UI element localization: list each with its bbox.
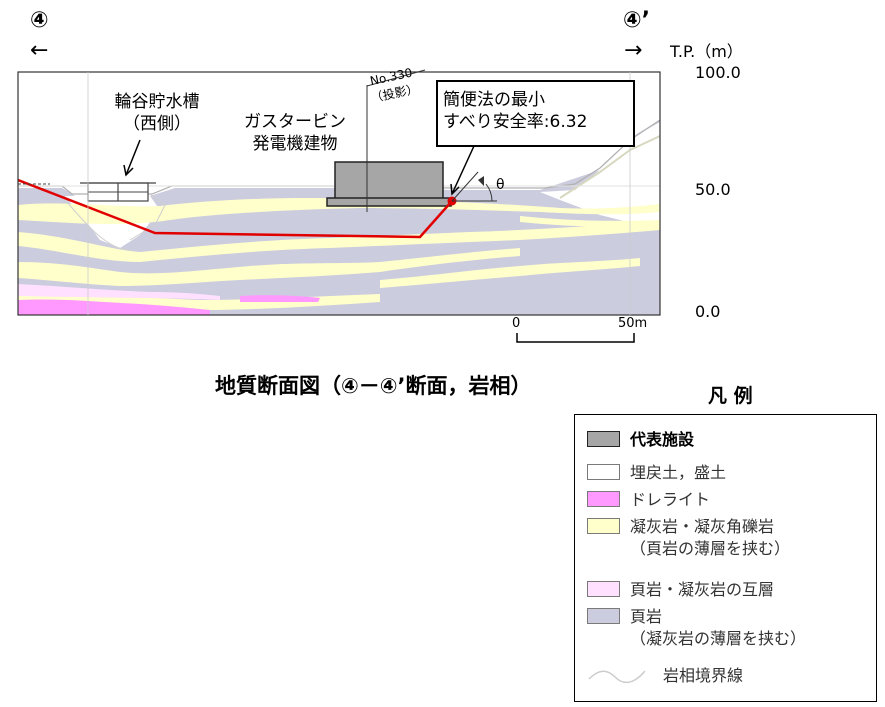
legend-box: 代表施設 埋戻土，盛土 ドレライト 凝灰岩・凝灰角礫岩 （頁岩の薄層を挟む） 頁…: [574, 414, 877, 702]
elevation-tick-100: 100.0: [695, 63, 741, 82]
left-arrow-icon: ←: [30, 38, 49, 63]
legend-label-shale-line2: （凝灰岩の薄層を挟む）: [630, 629, 807, 648]
reservoir-structure: [80, 182, 156, 202]
reservoir-label: 輪谷貯水槽 （西側）: [104, 91, 210, 135]
elevation-tick-0: 0.0: [695, 302, 721, 321]
legend-label-facility: 代表施設: [630, 430, 695, 449]
legend-label-tuff-line2: （頁岩の薄層を挟む）: [630, 539, 791, 558]
safety-label-line2: すべり安全率:6.32: [443, 112, 588, 132]
legend-label-shale: 頁岩 （凝灰岩の薄層を挟む）: [630, 606, 806, 650]
legend-item-tuff: 凝灰岩・凝灰角礫岩 （頁岩の薄層を挟む）: [587, 516, 790, 560]
legend-item-shale: 頁岩 （凝灰岩の薄層を挟む）: [587, 606, 806, 650]
angle-label: θ: [496, 177, 505, 193]
legend-label-alternation: 頁岩・凝灰岩の互層: [630, 580, 775, 599]
legend-label-tuff: 凝灰岩・凝灰角礫岩 （頁岩の薄層を挟む）: [630, 516, 790, 560]
tuff-layer-top: [18, 198, 660, 225]
legend-label-boundary: 岩相境界線: [663, 666, 744, 685]
legend-item-alternation: 頁岩・凝灰岩の互層: [587, 579, 774, 601]
safety-factor-label: 簡便法の最小 すべり安全率:6.32: [443, 89, 587, 133]
legend-label-dolerite: ドレライト: [630, 490, 711, 509]
reservoir-label-line1: 輪谷貯水槽: [114, 92, 200, 112]
scale-bar: [516, 333, 635, 343]
building-label-line2: 発電機建物: [252, 134, 338, 154]
legend-item-dolerite: ドレライト: [587, 489, 710, 511]
safety-callout-box: [436, 80, 635, 147]
legend-swatch-backfill: [587, 464, 620, 480]
building-label-line1: ガスタービン: [244, 112, 346, 132]
scale-bar-start: 0: [512, 316, 521, 331]
legend-item-backfill: 埋戻土，盛土: [587, 462, 726, 484]
boundary-line-icon: [588, 670, 646, 684]
dolerite-layer: [18, 299, 210, 315]
tuff-layer-3: [18, 248, 520, 286]
legend-title: 凡 例: [708, 385, 753, 407]
legend-swatch-alternation: [587, 581, 620, 597]
tuff-layer-2: [18, 222, 660, 262]
legend-label-shale-line1: 頁岩: [630, 607, 663, 626]
right-arrow-icon: →: [624, 38, 643, 63]
figure-title: 地質断面図（④－④’断面，岩相）: [215, 374, 532, 398]
section-marker-left: ④: [30, 8, 49, 33]
elevation-tick-50: 50.0: [695, 180, 731, 199]
legend-swatch-dolerite: [587, 491, 620, 507]
safety-label-line1: 簡便法の最小: [443, 90, 545, 110]
legend-swatch-tuff: [587, 518, 620, 534]
legend-item-boundary: 岩相境界線: [587, 665, 743, 689]
legend-label-backfill: 埋戻土，盛土: [630, 463, 727, 482]
legend-label-tuff-line1: 凝灰岩・凝灰角礫岩: [630, 517, 775, 536]
legend-item-facility: 代表施設: [587, 429, 694, 451]
reservoir-label-line2: （西側）: [123, 114, 191, 134]
gas-turbine-building: [326, 161, 452, 207]
scale-bar-end: 50m: [618, 316, 648, 331]
building-label: ガスタービン 発電機建物: [235, 111, 355, 155]
legend-swatch-shale: [587, 608, 620, 624]
legend-swatch-facility: [587, 431, 620, 447]
shale-layer: [18, 120, 660, 315]
elevation-unit-label: T.P.（m）: [670, 42, 743, 61]
section-marker-right: ④’: [623, 8, 650, 33]
slip-surface-line: [18, 178, 453, 239]
alternation-layer: [18, 284, 220, 300]
